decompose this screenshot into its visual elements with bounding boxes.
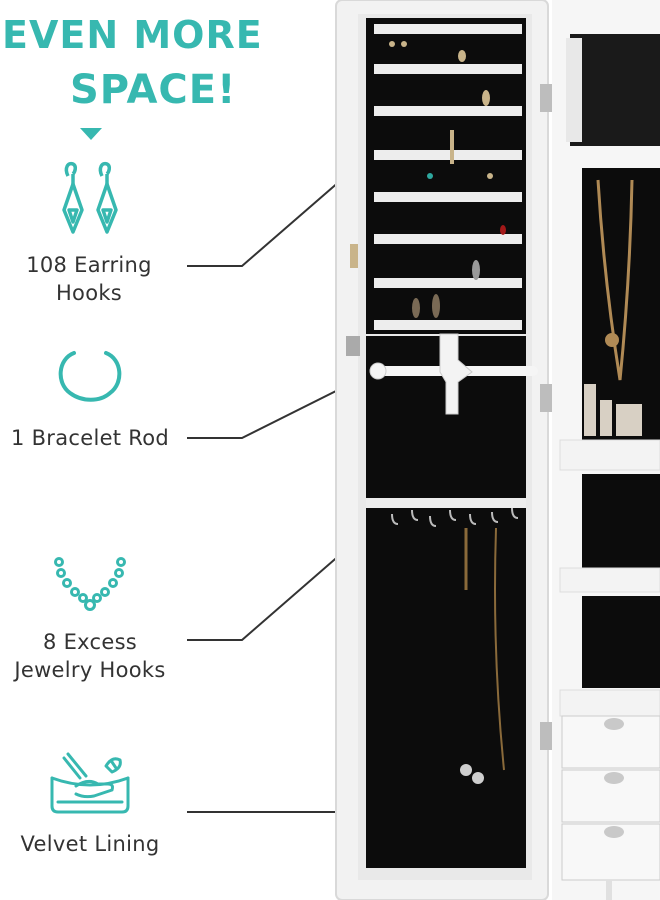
feature-label-velvet: Velvet Lining	[20, 832, 160, 856]
feature-column: EVEN MORE SPACE! 108 Earring Hooks 1 Bra…	[0, 0, 262, 900]
jewelry-cabinet-photo	[335, 0, 660, 900]
down-arrow-icon	[80, 128, 102, 140]
bracelet-icon	[58, 351, 122, 402]
feature-label-bracelet: 1 Bracelet Rod	[10, 426, 170, 450]
headline-line-1: EVEN MORE	[2, 13, 263, 57]
velvet-lining-icon	[50, 752, 130, 814]
necklace-icon	[54, 557, 126, 611]
feature-label-hooks-line1: 8 Excess	[42, 630, 138, 654]
feature-label-hooks-line2: Jewelry Hooks	[14, 658, 166, 682]
feature-label-earring-line1: 108 Earring	[26, 253, 152, 277]
headline-line-2: SPACE!	[70, 67, 237, 113]
feature-label-earring-line2: Hooks	[55, 281, 123, 305]
earring-icon	[62, 161, 118, 234]
